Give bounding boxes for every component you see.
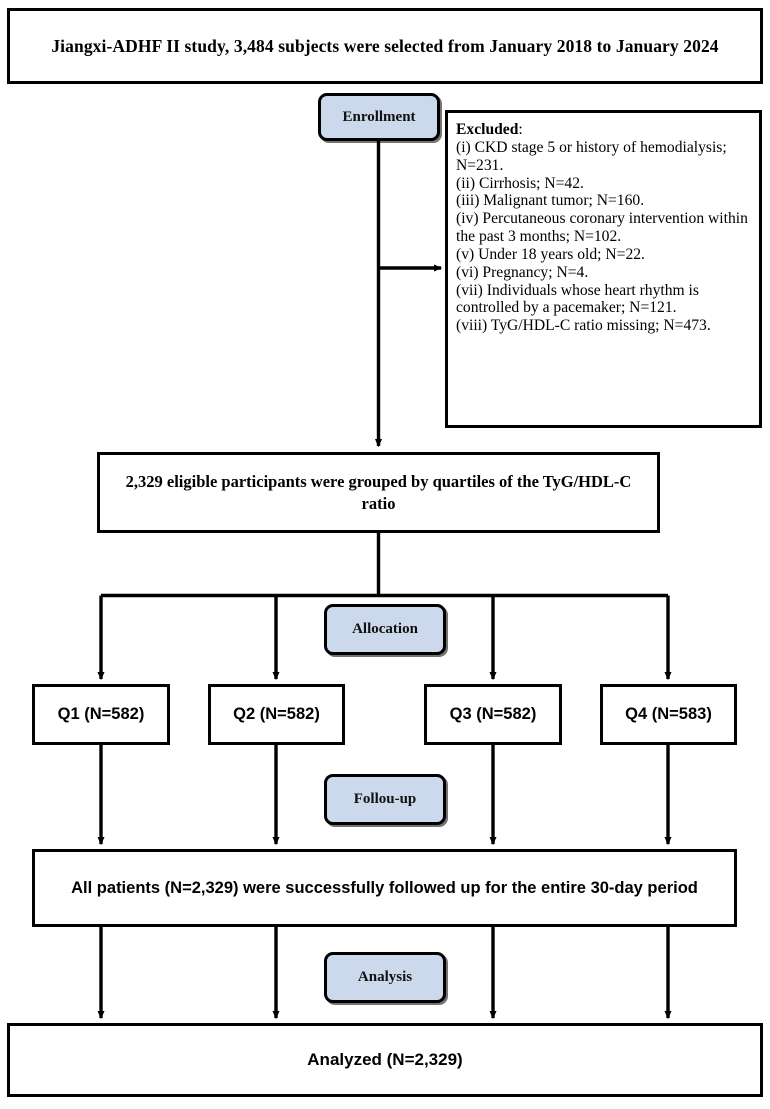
quartile-box-q3: Q3 (N=582): [424, 684, 562, 745]
excluded-item: (iii) Malignant tumor; N=160.: [456, 192, 645, 210]
quartile-box-q1: Q1 (N=582): [32, 684, 170, 745]
stage-allocation: Allocation: [324, 604, 446, 655]
excluded-item: (vi) Pregnancy; N=4.: [456, 263, 589, 281]
stage-followup: Follou-up: [324, 774, 446, 825]
quartile-box-q4: Q4 (N=583): [600, 684, 737, 745]
excluded-item: (iv) Percutaneous coronary intervention …: [456, 210, 748, 246]
excluded-item: (viii) TyG/HDL-C ratio missing; N=473.: [456, 317, 711, 335]
stage-enrollment: Enrollment: [318, 93, 440, 141]
excluded-item: (v) Under 18 years old; N=22.: [456, 245, 645, 263]
excluded-heading: Excluded:: [456, 121, 753, 139]
excluded-criteria-box: Excluded: (i) CKD stage 5 or history of …: [445, 110, 762, 428]
excluded-heading-label: Excluded: [456, 121, 519, 138]
study-title-box: Jiangxi-ADHF II study, 3,484 subjects we…: [7, 8, 763, 84]
analyzed-box: Analyzed (N=2,329): [7, 1023, 763, 1097]
quartile-box-q2: Q2 (N=582): [208, 684, 345, 745]
stage-analysis: Analysis: [324, 952, 446, 1003]
eligible-participants-box: 2,329 eligible participants were grouped…: [97, 452, 660, 533]
followup-outcome-box: All patients (N=2,329) were successfully…: [32, 849, 737, 927]
excluded-item: (vii) Individuals whose heart rhythm is …: [456, 281, 699, 317]
excluded-heading-colon: :: [518, 121, 523, 138]
excluded-item: (ii) Cirrhosis; N=42.: [456, 174, 584, 192]
excluded-item: (i) CKD stage 5 or history of hemodialys…: [456, 138, 727, 174]
